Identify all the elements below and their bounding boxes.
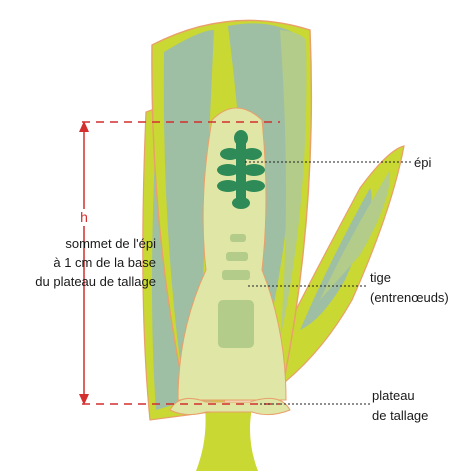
tillering-node [170, 398, 290, 414]
measure-description-line-3: du plateau de tallage [35, 274, 156, 289]
tige-label-line-1: tige [370, 270, 391, 285]
measure-description-line-1: sommet de l'épi [65, 236, 156, 251]
h-label: h [80, 209, 88, 225]
epi-label: épi [414, 155, 431, 170]
stem-base [196, 408, 258, 471]
plateau-label-line-1: plateau [372, 388, 415, 403]
plateau-label-line-2: de tallage [372, 408, 428, 423]
measure-description-line-2: à 1 cm de la base [53, 255, 156, 270]
tige-label-line-2: (entrenœuds) [370, 290, 449, 305]
